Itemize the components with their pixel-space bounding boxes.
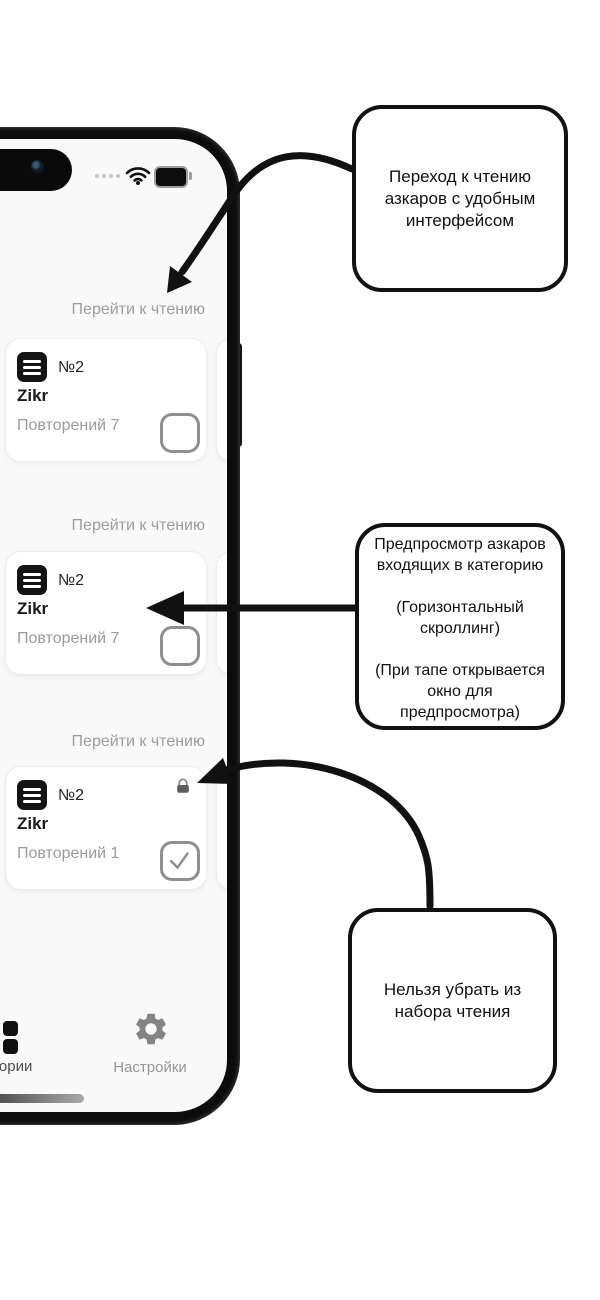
lock-icon: [177, 778, 189, 793]
callout-text: интерфейсом: [405, 210, 515, 230]
card-number: №2: [58, 572, 85, 589]
list-icon: [17, 565, 47, 595]
azkar-card-peek-2[interactable]: [216, 551, 227, 675]
card-title: Zikr: [17, 599, 49, 618]
azkar-card-peek-3[interactable]: [216, 766, 227, 890]
battery-icon: [154, 166, 192, 188]
card-repetitions: Повторений 7: [17, 417, 120, 434]
azkar-card-1[interactable]: №2 Zikr Повторений 7: [5, 338, 207, 462]
callout-text: азкаров с удобным: [384, 188, 536, 208]
callout-text: входящих в категорию: [376, 557, 544, 574]
phone-screen: Перейти к чтению №2 Zikr Повторений 7 Пе…: [0, 139, 227, 1112]
callout-text: (При тапе открывается: [375, 662, 545, 679]
callout-text: Нельзя убрать из: [383, 979, 522, 999]
grid-icon: [3, 1021, 18, 1036]
checkmark-icon: [169, 852, 189, 870]
go-to-reading-link-3[interactable]: Перейти к чтению: [71, 733, 205, 750]
callout-text: скроллинг): [419, 620, 501, 637]
callout-locked: Нельзя убрать из набора чтения: [348, 908, 557, 1093]
callout-text: предпросмотра): [400, 704, 520, 721]
list-icon: [17, 780, 47, 810]
callout-text: (Горизонтальный: [396, 599, 524, 616]
repetition-checkbox-checked[interactable]: [160, 841, 200, 881]
card-number: №2: [58, 787, 85, 804]
list-icon: [17, 352, 47, 382]
callout-text: набора чтения: [394, 1001, 511, 1021]
repetition-checkbox[interactable]: [160, 626, 200, 666]
signal-dots-icon: [95, 174, 120, 178]
azkar-card-peek-1[interactable]: [216, 338, 227, 462]
azkar-card-3[interactable]: №2 Zikr Повторений 1: [5, 766, 207, 890]
grid-icon: [3, 1039, 18, 1054]
card-title: Zikr: [17, 814, 49, 833]
callout-text: окно для: [427, 683, 493, 700]
go-to-reading-link-1[interactable]: Перейти к чтению: [71, 301, 205, 318]
repetition-checkbox[interactable]: [160, 413, 200, 453]
card-number: №2: [58, 359, 85, 376]
home-indicator: [0, 1094, 84, 1103]
callout-text: Переход к чтению: [389, 166, 531, 186]
card-title: Zikr: [17, 386, 49, 405]
go-to-reading-link-2[interactable]: Перейти к чтению: [71, 517, 205, 534]
callout-reading-transition: Переход к чтению азкаров с удобным интер…: [352, 105, 568, 292]
arrow-to-lock: [222, 759, 434, 910]
callout-preview: Предпросмотр азкаров входящих в категори…: [355, 523, 565, 730]
gear-icon: [136, 1013, 166, 1045]
card-repetitions: Повторений 1: [17, 845, 120, 862]
front-camera: [31, 160, 44, 173]
nav-label-categories: Категории: [0, 1058, 33, 1075]
callout-text: Предпросмотр азкаров: [374, 536, 546, 553]
azkar-card-2[interactable]: №2 Zikr Повторений 7: [5, 551, 207, 675]
card-repetitions: Повторений 7: [17, 630, 120, 647]
nav-label-settings: Настройки: [113, 1059, 187, 1076]
wifi-icon: [125, 167, 151, 185]
